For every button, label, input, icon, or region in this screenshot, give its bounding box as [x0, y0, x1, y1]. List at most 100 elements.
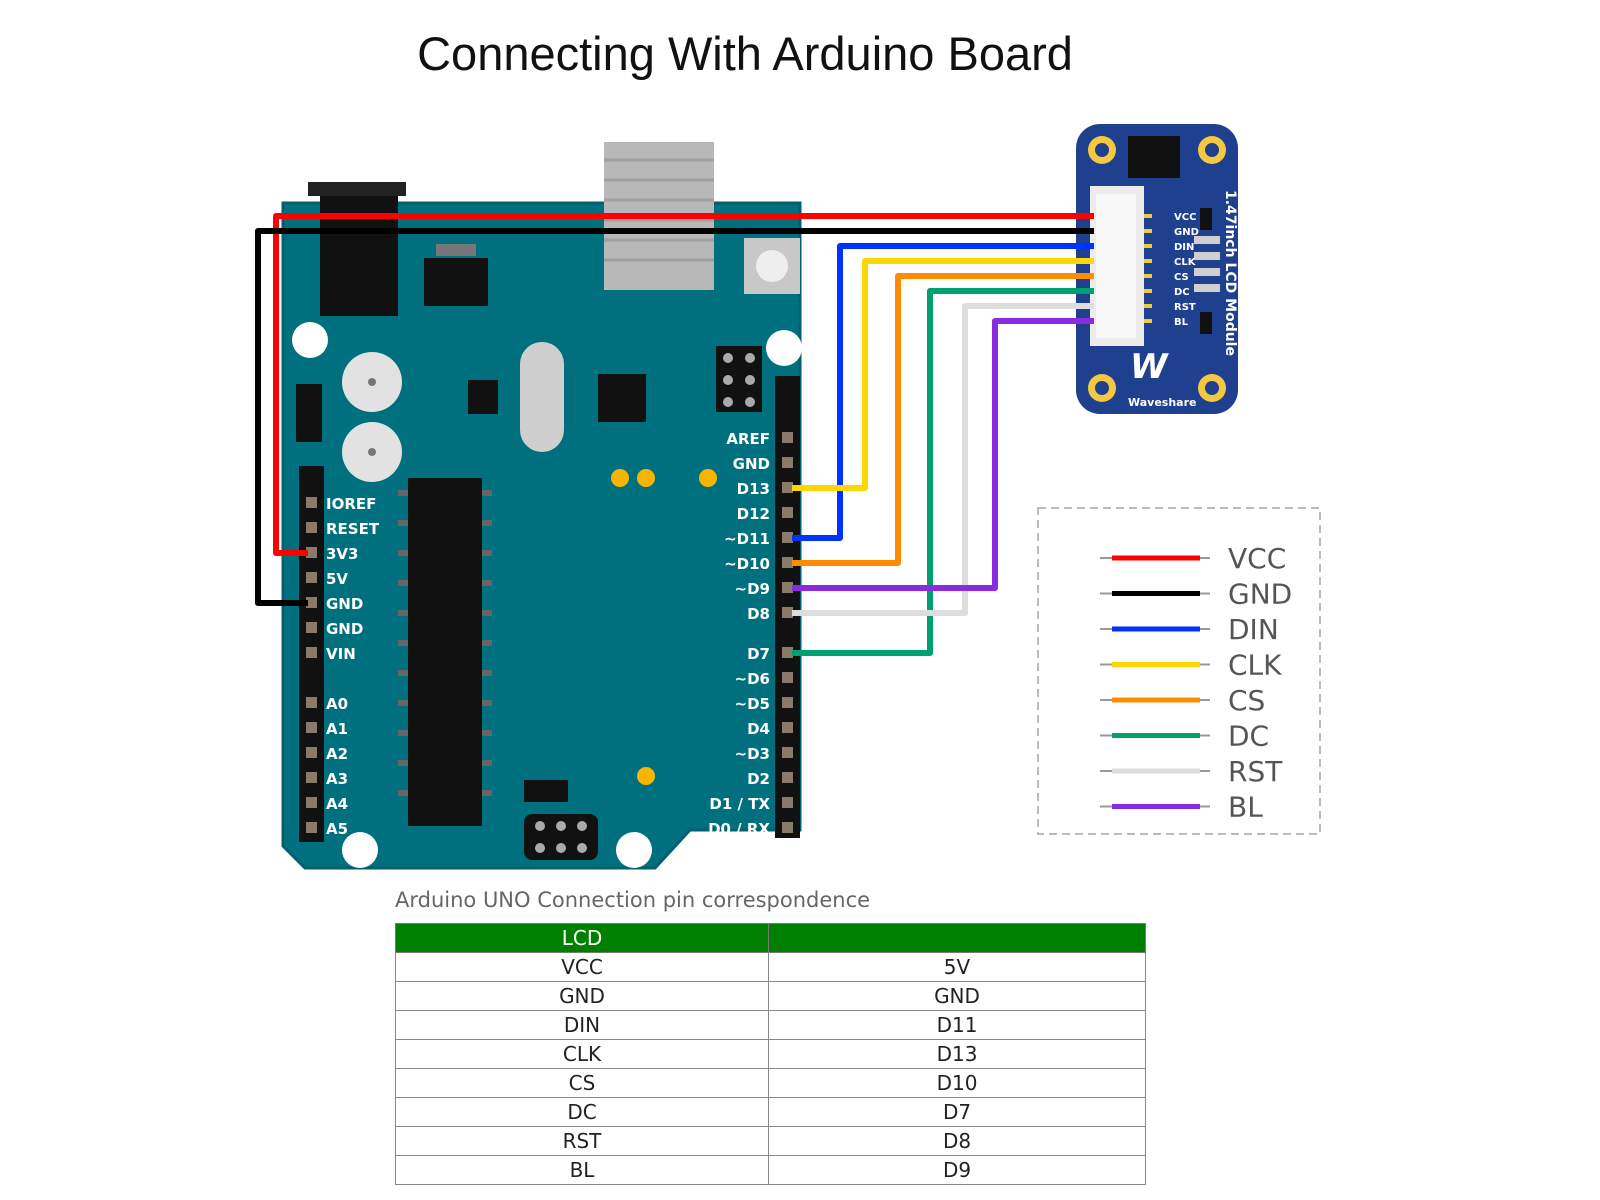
header-pin	[782, 822, 793, 833]
table-header-row: LCD	[395, 923, 1146, 953]
module-name: 1.47inch LCD Module	[1222, 190, 1238, 356]
right-pin-label: D0 / RX	[708, 820, 770, 838]
module-pin	[1144, 289, 1152, 293]
module-pin-label: GND	[1174, 227, 1199, 238]
module-pin-label: DC	[1174, 287, 1190, 298]
table-header	[768, 923, 1146, 953]
wire-bl	[792, 318, 1094, 591]
left-pin-label: A1	[326, 720, 348, 738]
lcd-pin-cell: DC	[395, 1097, 769, 1127]
right-pin-label: ~D3	[735, 745, 770, 763]
header-pin	[782, 797, 793, 808]
header-pin	[782, 432, 793, 443]
left-pin-label: A0	[326, 695, 348, 713]
header-pin	[306, 722, 317, 733]
legend-label: VCC	[1228, 542, 1286, 575]
header-pin	[782, 557, 793, 568]
left-pin-label: A3	[326, 770, 348, 788]
module-pin-label: DIN	[1174, 242, 1194, 253]
left-pin-label: A4	[326, 795, 348, 813]
module-pin	[1144, 319, 1152, 323]
header-pin	[782, 482, 793, 493]
header-pin	[306, 597, 317, 608]
right-pin-label: ~D5	[735, 695, 770, 713]
left-pin-label: GND	[326, 620, 363, 638]
module-brand: Waveshare	[1128, 396, 1196, 409]
wire-cs	[792, 273, 1094, 566]
module-pin-label: BL	[1174, 317, 1189, 328]
header-pin	[782, 697, 793, 708]
module-pin-label: CLK	[1174, 257, 1197, 268]
arduino-pin-cell: 5V	[768, 952, 1146, 982]
module-pin-label: VCC	[1174, 212, 1196, 223]
wires	[255, 213, 1094, 656]
legend-label: DIN	[1228, 613, 1279, 646]
header-pin	[782, 722, 793, 733]
header-pin	[306, 822, 317, 833]
right-pin-label: ~D9	[735, 580, 770, 598]
right-pin-label: D7	[747, 645, 770, 663]
arduino-pin-cell: D13	[768, 1039, 1146, 1069]
right-pin-label: ~D11	[724, 530, 770, 548]
arduino-pin-cell: GND	[768, 981, 1146, 1011]
right-pin-label: D8	[747, 605, 770, 623]
right-pin-label: D1 / TX	[709, 795, 770, 813]
header-pin	[782, 507, 793, 518]
module-pin	[1144, 259, 1152, 263]
header-pin	[306, 497, 317, 508]
right-pin-label: ~D10	[724, 555, 770, 573]
waveshare-logo: W	[1130, 347, 1169, 387]
lcd-pin-cell: GND	[395, 981, 769, 1011]
module-pin	[1144, 214, 1152, 218]
header-pin	[306, 647, 317, 658]
header-pin	[782, 532, 793, 543]
header-pin	[306, 622, 317, 633]
wire-vcc	[273, 213, 1094, 556]
lcd-pin-cell: RST	[395, 1126, 769, 1156]
left-pin-label: RESET	[326, 520, 380, 538]
header-pin	[306, 747, 317, 758]
lcd-module	[1076, 124, 1238, 414]
wire-dc	[792, 288, 1094, 656]
left-pin-label: GND	[326, 595, 363, 613]
header-pin	[782, 747, 793, 758]
legend-label: BL	[1228, 791, 1263, 824]
wire-rst	[792, 303, 1094, 616]
left-pin-label: 3V3	[326, 545, 358, 563]
header-pin	[782, 607, 793, 618]
left-pin-label: IOREF	[326, 495, 376, 513]
header-pin	[306, 772, 317, 783]
legend-label: CLK	[1228, 649, 1282, 682]
module-pin-label: CS	[1174, 272, 1189, 283]
legend-label: GND	[1228, 578, 1292, 611]
header-pin	[782, 457, 793, 468]
legend-box	[1037, 507, 1321, 835]
right-pin-label: D12	[737, 505, 770, 523]
wire-clk	[792, 258, 1094, 491]
page-title: Connecting With Arduino Board	[417, 27, 1073, 80]
arduino-uno-board	[281, 142, 802, 870]
legend-label: CS	[1228, 684, 1265, 717]
lcd-pin-cell: DIN	[395, 1010, 769, 1040]
header-pin	[782, 772, 793, 783]
header-pin	[306, 522, 317, 533]
arduino-pin-cell: D7	[768, 1097, 1146, 1127]
right-pin-label: D2	[747, 770, 770, 788]
right-pin-label: AREF	[726, 430, 770, 448]
header-pin	[782, 582, 793, 593]
right-pin-label: D13	[737, 480, 770, 498]
arduino-pin-cell: D11	[768, 1010, 1146, 1040]
module-pin-label: RST	[1174, 302, 1196, 313]
arduino-pin-cell: D9	[768, 1155, 1146, 1185]
left-pin-label: A2	[326, 745, 348, 763]
legend-label: DC	[1228, 720, 1269, 753]
lcd-pin-cell: VCC	[395, 952, 769, 982]
